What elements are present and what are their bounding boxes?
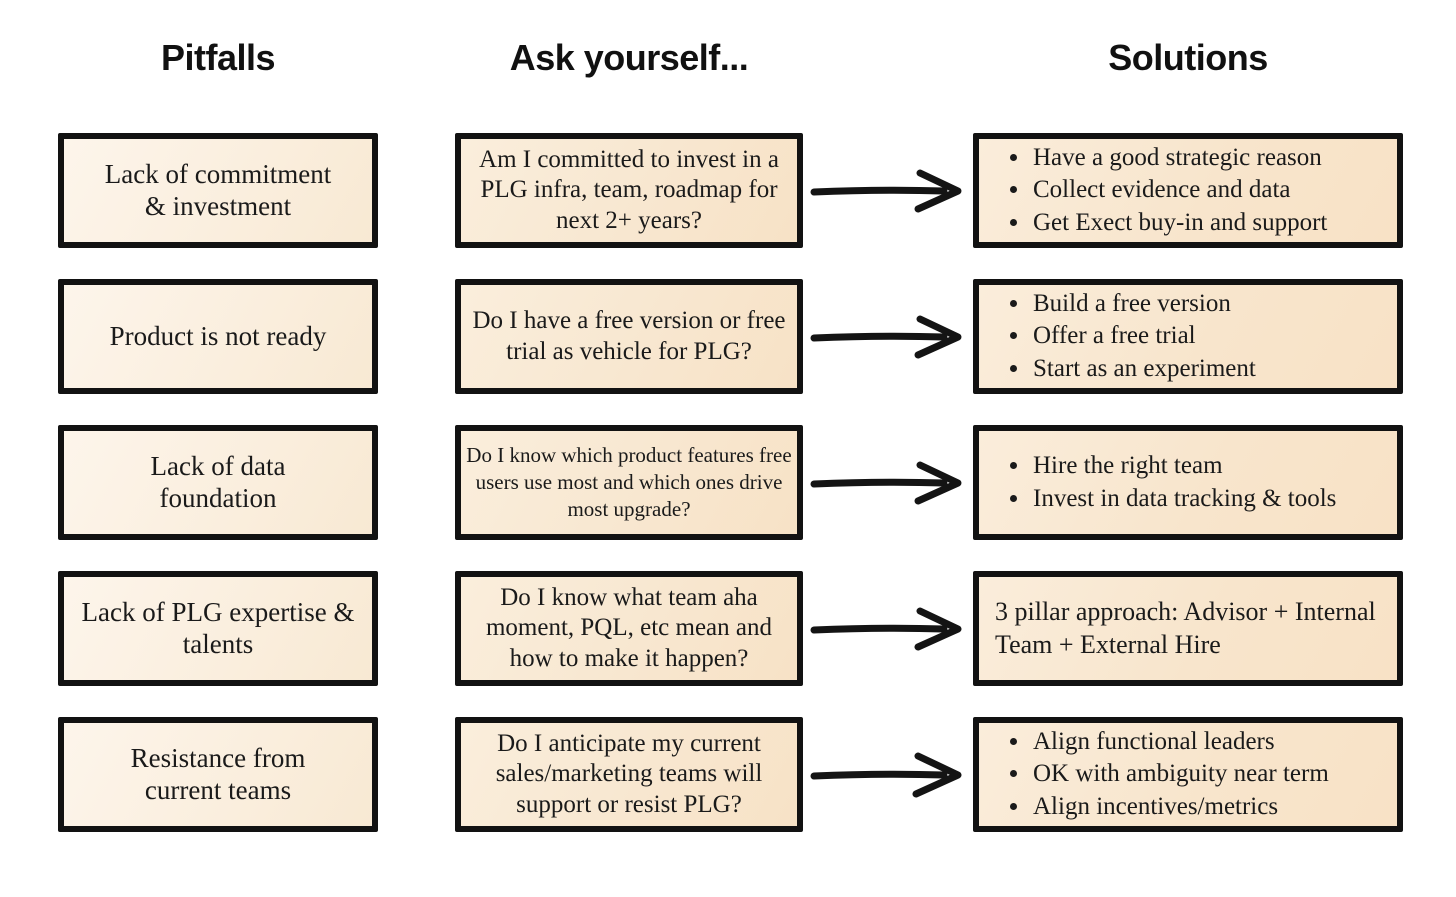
question-box-expertise: Do I know what team aha moment, PQL, etc… bbox=[455, 571, 803, 686]
right-arrow-icon bbox=[810, 752, 962, 797]
pitfall-label: Product is not ready bbox=[109, 320, 327, 351]
solution-text: 3 pillar approach: Advisor + Internal Te… bbox=[995, 597, 1376, 659]
pitfall-box-resistance: Resistance from current teams bbox=[58, 717, 378, 832]
column-header-pitfalls: Pitfalls bbox=[160, 36, 276, 78]
solution-item: Offer a free trial bbox=[1031, 321, 1256, 352]
pitfall-box-expertise: Lack of PLG expertise & talents bbox=[58, 571, 378, 686]
solution-box-product: Build a free version Offer a free trial … bbox=[973, 279, 1403, 394]
pitfall-label: Lack of commitment & investment bbox=[104, 158, 332, 221]
arrow-row-2 bbox=[803, 279, 973, 394]
pitfall-box-data: Lack of data foundation bbox=[58, 425, 378, 540]
solution-box-commitment: Have a good strategic reason Collect evi… bbox=[973, 133, 1403, 248]
solution-list: Align functional leaders OK with ambigui… bbox=[979, 725, 1337, 825]
solution-item: OK with ambiguity near term bbox=[1031, 759, 1329, 790]
solution-item: Align functional leaders bbox=[1031, 727, 1329, 758]
question-label: Do I anticipate my current sales/marketi… bbox=[495, 729, 763, 818]
solution-item: Start as an experiment bbox=[1031, 354, 1256, 385]
solution-item: Collect evidence and data bbox=[1031, 175, 1327, 206]
solution-item: Invest in data tracking & tools bbox=[1031, 484, 1336, 515]
pitfall-label: Lack of PLG expertise & talents bbox=[81, 596, 355, 659]
arrow-row-5 bbox=[803, 717, 973, 832]
solution-box-resistance: Align functional leaders OK with ambigui… bbox=[973, 717, 1403, 832]
arrow-row-3 bbox=[803, 425, 973, 540]
solution-item: Align incentives/metrics bbox=[1031, 792, 1329, 823]
question-box-commitment: Am I committed to invest in a PLG infra,… bbox=[455, 133, 803, 248]
right-arrow-icon bbox=[810, 607, 962, 650]
question-box-product: Do I have a free version or free trial a… bbox=[455, 279, 803, 394]
solution-list: Have a good strategic reason Collect evi… bbox=[979, 141, 1335, 241]
question-label: Do I have a free version or free trial a… bbox=[472, 307, 786, 365]
arrow-row-4 bbox=[803, 571, 973, 686]
pitfall-label: Lack of data foundation bbox=[150, 450, 286, 513]
solution-box-expertise: 3 pillar approach: Advisor + Internal Te… bbox=[973, 571, 1403, 686]
arrow-row-1 bbox=[803, 133, 973, 248]
column-header-solutions: Solutions bbox=[1108, 36, 1268, 78]
question-box-data: Do I know which product features free us… bbox=[455, 425, 803, 540]
question-box-resistance: Do I anticipate my current sales/marketi… bbox=[455, 717, 803, 832]
question-label: Do I know what team aha moment, PQL, etc… bbox=[485, 583, 773, 672]
pitfall-label: Resistance from current teams bbox=[130, 742, 306, 805]
column-header-ask-yourself: Ask yourself... bbox=[509, 36, 749, 78]
solution-box-data: Hire the right team Invest in data track… bbox=[973, 425, 1403, 540]
solution-list: Build a free version Offer a free trial … bbox=[979, 287, 1264, 387]
question-label: Do I know which product features free us… bbox=[466, 442, 792, 522]
pitfall-box-product: Product is not ready bbox=[58, 279, 378, 394]
right-arrow-icon bbox=[810, 315, 962, 358]
question-label: Am I committed to invest in a PLG infra,… bbox=[479, 145, 779, 234]
pitfall-box-commitment: Lack of commitment & investment bbox=[58, 133, 378, 248]
solution-item: Build a free version bbox=[1031, 289, 1256, 320]
solution-item: Get Exect buy-in and support bbox=[1031, 208, 1327, 239]
solution-list: Hire the right team Invest in data track… bbox=[979, 449, 1344, 516]
solution-item: Hire the right team bbox=[1031, 451, 1336, 482]
right-arrow-icon bbox=[810, 461, 962, 504]
solution-item: Have a good strategic reason bbox=[1031, 143, 1327, 174]
right-arrow-icon bbox=[810, 169, 962, 212]
